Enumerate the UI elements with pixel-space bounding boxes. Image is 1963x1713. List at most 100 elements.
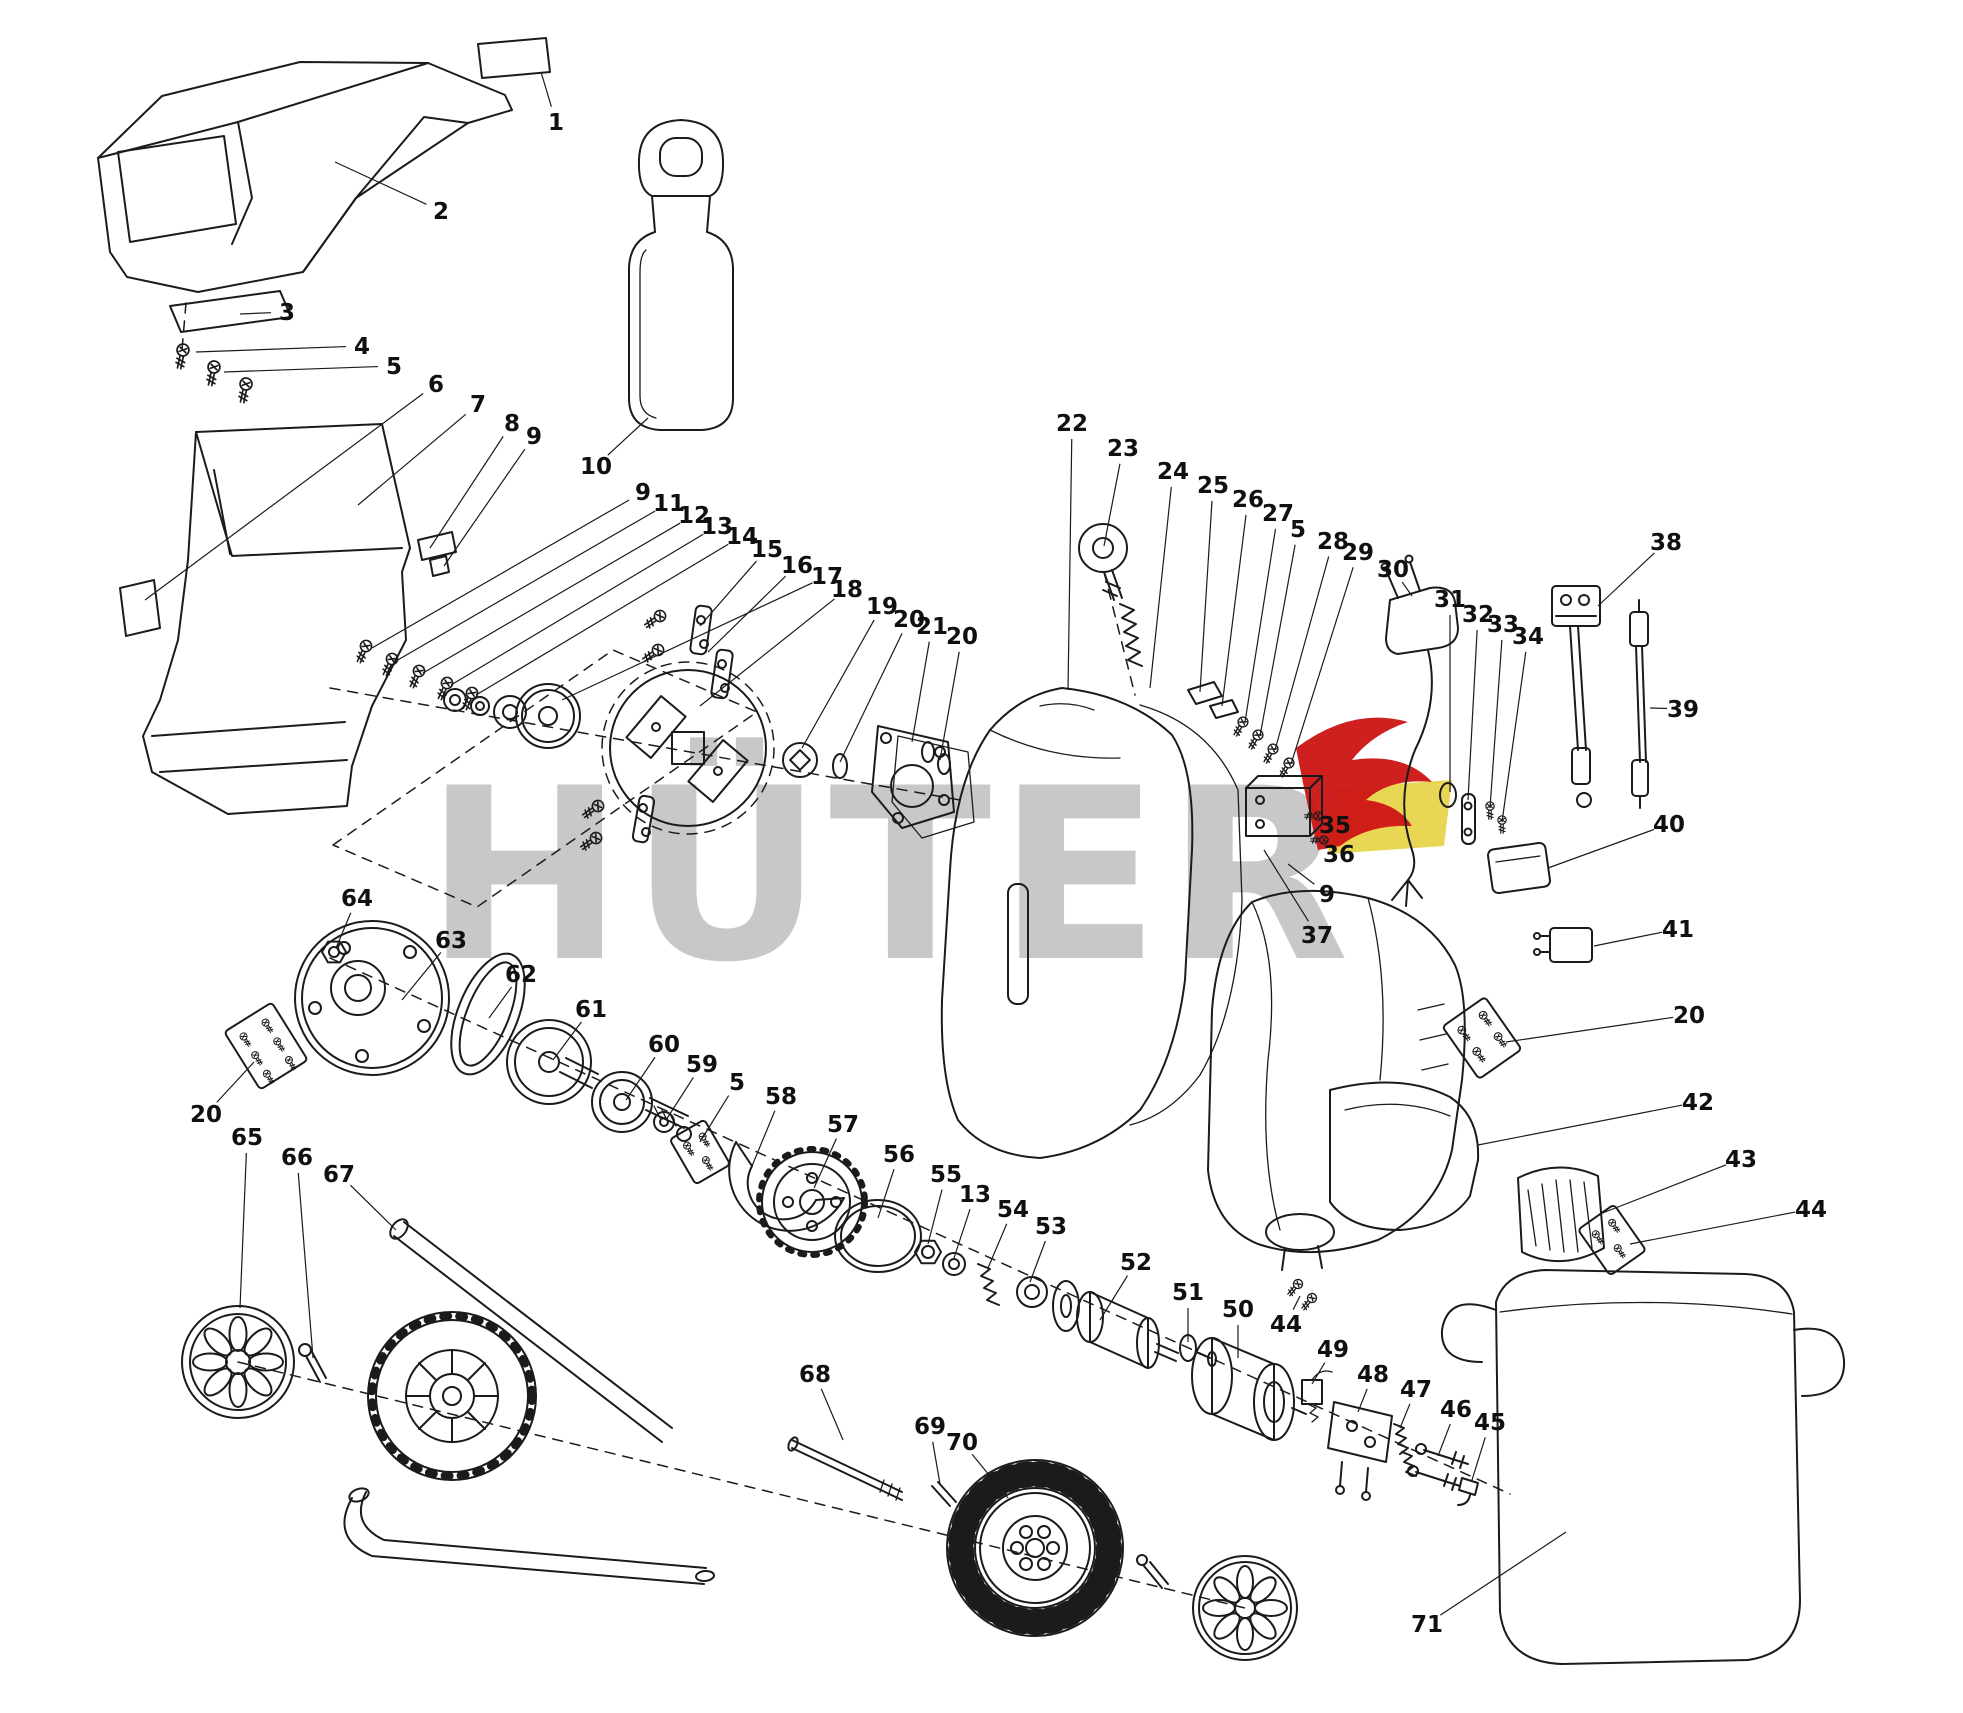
part-number-label: 5 <box>1290 517 1306 543</box>
leader-line <box>987 1223 1008 1269</box>
part-number-label: 43 <box>1725 1147 1757 1173</box>
part-front-housing <box>940 687 1243 1159</box>
part-number-label: 14 <box>726 524 758 550</box>
part-gasket-and-screws <box>169 290 292 405</box>
part-bracket <box>1327 1401 1393 1501</box>
part-number-label: 1 <box>548 110 564 136</box>
leader-line <box>1290 567 1354 765</box>
leader-line <box>1244 528 1277 723</box>
part-number-label: 31 <box>1434 587 1466 613</box>
part-mount-plates <box>1187 681 1297 780</box>
part-number-label: 50 <box>1222 1297 1254 1323</box>
part-number-label: 20 <box>946 624 978 650</box>
leader-line <box>665 1077 694 1121</box>
leader-line <box>699 560 757 627</box>
leader-line <box>1629 1211 1796 1245</box>
leader-line <box>223 365 379 373</box>
part-number-label: 52 <box>1120 1250 1152 1276</box>
leader-line <box>1221 514 1247 707</box>
leader-line <box>1471 1437 1486 1481</box>
part-number-label: 42 <box>1682 1090 1714 1116</box>
part-number-label: 63 <box>435 928 467 954</box>
part-washers-59 <box>653 1111 692 1142</box>
part-number-label: 58 <box>765 1084 797 1110</box>
leader-line <box>371 499 630 649</box>
part-bottle <box>628 119 734 431</box>
leader-line <box>1259 544 1296 737</box>
part-number-label: 18 <box>831 577 863 603</box>
part-clip-45 <box>1457 1477 1479 1506</box>
leader-line <box>839 633 903 763</box>
part-number-label: 48 <box>1357 1362 1389 1388</box>
part-number-label: 33 <box>1487 612 1519 638</box>
part-number-label: 5 <box>386 354 402 380</box>
part-number-label: 23 <box>1107 436 1139 462</box>
part-axle-rod <box>787 1436 957 1507</box>
part-screw-strip-right <box>1442 997 1522 1079</box>
part-capacitor <box>1486 841 1552 895</box>
part-number-label: 10 <box>580 454 612 480</box>
part-drive-belt <box>450 952 526 1076</box>
leader-line <box>877 1169 895 1219</box>
part-number-label: 15 <box>751 537 783 563</box>
part-switch <box>1533 927 1593 963</box>
part-hub-cap <box>1192 1555 1298 1661</box>
leader-line <box>1597 552 1655 607</box>
leader-line <box>1103 463 1121 547</box>
part-jumper-cable <box>1629 599 1649 809</box>
part-screw-strip-left <box>224 1002 308 1090</box>
leader-line <box>1440 1531 1567 1616</box>
leader-line <box>1357 1388 1368 1413</box>
part-screw-strip-5 <box>670 1119 730 1185</box>
part-chute-cover <box>1329 1081 1480 1231</box>
part-number-label: 20 <box>1673 1003 1705 1029</box>
brand-watermark: HÜTER <box>425 717 1452 1015</box>
part-number-label: 60 <box>648 1032 680 1058</box>
part-number-label: 44 <box>1795 1197 1827 1223</box>
part-number-label: 7 <box>470 392 486 418</box>
part-number-label: 29 <box>1342 540 1374 566</box>
part-cotter-pin-66 <box>298 1343 327 1383</box>
leader-line <box>195 345 347 353</box>
part-cotter-pin-hub <box>1136 1554 1169 1589</box>
leader-line <box>297 1172 314 1359</box>
part-number-label: 5 <box>729 1070 745 1096</box>
leader-line <box>1593 931 1663 947</box>
part-number-label: 11 <box>653 491 685 517</box>
part-number-label: 26 <box>1232 487 1264 513</box>
leader-line <box>820 1388 844 1441</box>
part-number-label: 35 <box>1319 813 1351 839</box>
leader-line <box>801 619 875 749</box>
part-number-label: 9 <box>1319 882 1335 908</box>
leader-line <box>395 510 656 662</box>
part-number-label: 51 <box>1172 1280 1204 1306</box>
leader-line <box>932 1441 941 1485</box>
leader-line <box>1029 1240 1046 1283</box>
leader-line <box>1067 438 1073 691</box>
part-knob-and-spring <box>1078 523 1143 667</box>
leader-line <box>1399 1403 1411 1429</box>
part-number-label: 4 <box>354 334 370 360</box>
part-cutter-roller <box>1052 1280 1217 1369</box>
part-number-label: 39 <box>1667 697 1699 723</box>
part-drawings <box>97 37 1846 1665</box>
leader-line <box>939 651 960 761</box>
leader-line <box>429 436 504 549</box>
part-number-label: 64 <box>341 886 373 912</box>
part-number-label: 57 <box>827 1112 859 1138</box>
part-number-label: 9 <box>526 424 542 450</box>
part-number-label: 45 <box>1474 1410 1506 1436</box>
part-vent-grille <box>1517 1166 1605 1262</box>
part-screws-44 <box>1284 1276 1320 1313</box>
part-number-label: 59 <box>686 1052 718 1078</box>
leader-line <box>911 641 930 743</box>
part-number-label: 25 <box>1197 473 1229 499</box>
leader-line <box>1649 707 1668 710</box>
leader-line <box>401 952 442 1001</box>
part-number-label: 19 <box>866 594 898 620</box>
part-large-pulley <box>506 1019 599 1105</box>
part-washers <box>443 688 527 729</box>
leader-line <box>1505 1016 1674 1043</box>
part-number-label: 13 <box>959 1182 991 1208</box>
